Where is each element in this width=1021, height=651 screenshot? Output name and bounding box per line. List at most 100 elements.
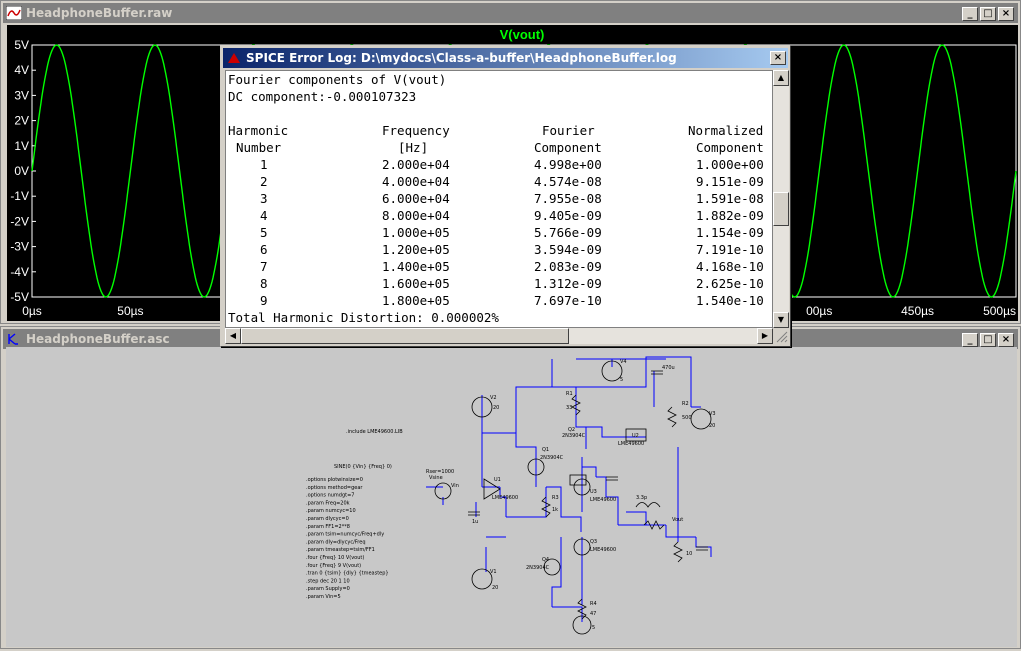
fourier-component-value: 7.955e-08 (534, 191, 602, 206)
maximize-button[interactable]: □ (980, 333, 996, 347)
sine-label[interactable]: SINE(0 {Vin} {Freq} 0) (334, 464, 392, 470)
fourier-heading: Fourier components of V(vout) (228, 72, 447, 87)
q2-label: Q2 (568, 427, 575, 433)
u2-label: U2 (632, 433, 639, 439)
y-tick-label: 5V (14, 38, 29, 52)
q2-part: 2N3904C (562, 433, 586, 439)
header-frequency: Frequency (382, 123, 450, 138)
resize-grip[interactable] (773, 328, 789, 344)
frequency-value: 1.600e+05 (382, 276, 450, 291)
fourier-component-value: 2.083e-09 (534, 259, 602, 274)
schematic-app-icon (8, 333, 18, 345)
y-tick-label: 0V (14, 164, 29, 178)
horizontal-scroll-thumb[interactable] (241, 328, 569, 344)
spice-error-log-dialog: SPICE Error Log: D:\mydocs\Class-a-buffe… (220, 45, 791, 347)
frequency-value: 1.400e+05 (382, 259, 450, 274)
close-button[interactable]: × (998, 333, 1014, 347)
header-normalized: Normalized (688, 123, 764, 138)
spice-directives[interactable]: .options plotwinsize=0 .options method=ge… (306, 477, 389, 600)
capacitor-c3 (468, 511, 480, 516)
spice-directive-line[interactable]: .step dec 20 1 10 (306, 578, 350, 584)
thd-line: Total Harmonic Distortion: 0.000002% (228, 310, 499, 325)
spice-directive-line[interactable]: .param Supply=0 (306, 586, 350, 592)
minimize-button[interactable]: _ (962, 7, 978, 21)
frequency-value: 4.000e+04 (382, 174, 450, 189)
minimize-button[interactable]: _ (962, 333, 978, 347)
scroll-up-button[interactable]: ▲ (773, 70, 789, 86)
l1-value: 3.3p (636, 495, 647, 501)
r1-label: R1 (566, 391, 573, 397)
schematic-canvas[interactable]: .include LME49600.LIB SINE(0 {Vin} {Freq… (6, 347, 1017, 647)
u3-part: LME49600 (590, 497, 616, 503)
vertical-scrollbar[interactable]: ▲ ▼ (773, 70, 789, 328)
normalized-component-value: 1.540e-10 (696, 293, 764, 308)
scroll-right-button[interactable]: ▶ (757, 328, 773, 344)
x-tick-label: 00µs (806, 304, 832, 318)
spice-directive-line[interactable]: .options method=gear (306, 485, 363, 491)
v1-label: V1 (490, 569, 497, 575)
y-tick-label: -2V (10, 214, 29, 228)
spice-directive-line[interactable]: .param numcyc=10 (306, 508, 356, 514)
x-tick-label: 0µs (22, 304, 42, 318)
voltage-source-v4 (601, 360, 623, 382)
y-tick-label: 4V (14, 63, 29, 77)
transistor-q3 (573, 538, 591, 556)
spice-directive-line[interactable]: .options numdgt=7 (306, 493, 354, 499)
spice-directive-line[interactable]: .param dlycyc=0 (306, 516, 349, 522)
spice-directive-line[interactable]: .param Vin=5 (306, 594, 341, 600)
spice-directive-line[interactable]: .param Freq=20k (306, 500, 350, 506)
error-log-text-area[interactable]: Fourier components of V(vout) DC compone… (225, 70, 773, 328)
harmonic-number: 2 (260, 174, 268, 189)
fourier-component-value: 5.766e-09 (534, 225, 602, 240)
include-directive[interactable]: .include LME49600.LIB (346, 429, 403, 435)
error-log-titlebar[interactable]: SPICE Error Log: D:\mydocs\Class-a-buffe… (223, 48, 788, 68)
spice-directive-line[interactable]: .four {Freq} 9 V(vout) (306, 563, 361, 569)
waveform-titlebar[interactable]: HeadphoneBuffer.raw (3, 3, 1018, 23)
normalized-component-value: 1.154e-09 (696, 225, 764, 240)
scroll-left-button[interactable]: ◀ (225, 328, 241, 344)
frequency-value: 2.000e+04 (382, 157, 450, 172)
sine-source (434, 482, 452, 500)
maximize-button[interactable]: □ (980, 7, 996, 21)
voltage-source-v2 (471, 396, 493, 418)
capacitor-c2 (606, 476, 618, 481)
r4-value: 47 (590, 611, 596, 617)
trace-label[interactable]: V(vout) (500, 27, 545, 42)
vertical-scroll-thumb[interactable] (773, 192, 789, 226)
q4-label: Q4 (542, 557, 549, 563)
normalized-component-value: 4.168e-10 (696, 259, 764, 274)
spice-directive-line[interactable]: .param dly=dlycyc/Freq (306, 539, 366, 545)
y-tick-label: -3V (10, 240, 29, 254)
c4-value: 470u (662, 365, 675, 371)
normalized-component-value: 9.151e-09 (696, 174, 764, 189)
buffer-u2 (625, 428, 647, 442)
q1-label: Q1 (542, 447, 549, 453)
y-tick-label: -1V (10, 189, 29, 203)
components[interactable] (434, 360, 712, 635)
component-labels: Rser=1000 Vsine Vin V2 20 V4 5 V3 20 V1 … (426, 359, 716, 631)
harmonic-number: 4 (260, 208, 268, 223)
y-tick-label: 2V (14, 114, 29, 128)
v2-value: 20 (493, 405, 499, 411)
close-button[interactable]: × (770, 51, 786, 65)
r4-label: R4 (590, 601, 597, 607)
harmonic-number: 1 (260, 157, 268, 172)
spice-directive-line[interactable]: .param FF1=2**8 (306, 524, 350, 530)
v3-value: 20 (709, 423, 715, 429)
spice-directive-line[interactable]: .tran 0 {tsim} {dly} {tmeastep} (306, 571, 389, 577)
spice-directive-line[interactable]: .options plotwinsize=0 (306, 477, 363, 483)
scroll-down-button[interactable]: ▼ (773, 312, 789, 328)
horizontal-scrollbar[interactable]: ◀ ▶ (225, 328, 773, 344)
normalized-component-value: 1.882e-09 (696, 208, 764, 223)
q1-part: 2N3904C (540, 455, 564, 461)
q4-part: 2N3904C (526, 565, 550, 571)
fourier-component-value: 4.574e-08 (534, 174, 602, 189)
spice-directive-line[interactable]: .four {Freq} 10 V(vout) (306, 555, 364, 561)
harmonic-number: 7 (260, 259, 268, 274)
spice-directive-line[interactable]: .param tsim=numcyc/Freq+dly (306, 532, 384, 538)
close-button[interactable]: × (998, 7, 1014, 21)
vin-label: Vin (451, 483, 459, 489)
spice-directive-line[interactable]: .param tmeastep=tsim/FF1 (306, 547, 375, 553)
ltspice-icon (228, 53, 240, 63)
